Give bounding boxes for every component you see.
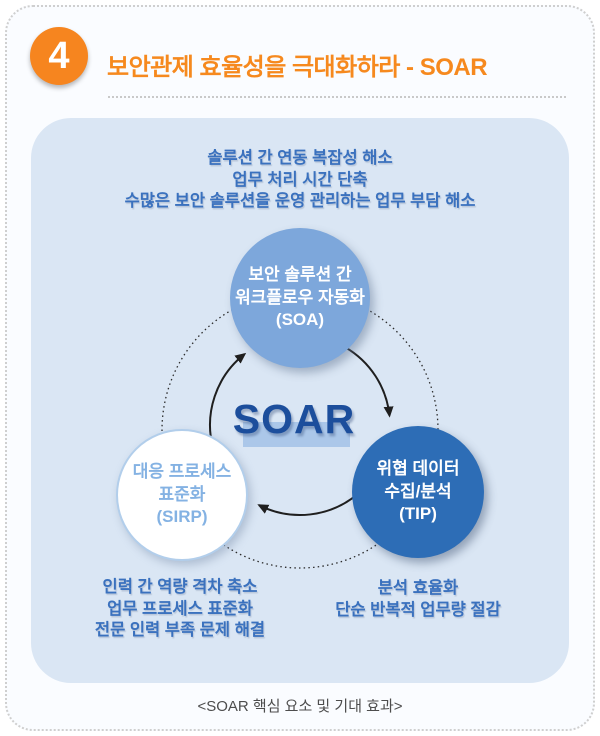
note-line: 업무 프로세스 표준화: [107, 599, 253, 618]
node-label-line: 수집/분석: [384, 481, 452, 501]
note-line: 수많은 보안 솔루션을 운영 관리하는 업무 부담 해소: [124, 192, 476, 210]
figure-caption: <SOAR 핵심 요소 및 기대 효과>: [197, 698, 403, 715]
node-label-line: 대응 프로세스: [132, 462, 232, 482]
note-line: 업무 처리 시간 단축: [232, 170, 368, 189]
node-label-line: 표준화: [158, 484, 206, 504]
node-label-line: (TIP): [399, 504, 437, 524]
page-title: 보안관제 효율성을 극대화하라 - SOAR: [107, 54, 488, 81]
section-number-badge: 4: [30, 27, 88, 85]
section-number: 4: [48, 34, 70, 77]
soar-diagram-panel: SOAR 솔루션 간 연동 복잡성 해소 업무 처리 시간 단축 수많은 보안 …: [31, 118, 569, 683]
node-label-line: (SOA): [275, 310, 325, 330]
tip-benefits-note: 분석 효율화 단순 반복적 업무량 절감: [298, 578, 538, 621]
node-label-line: (SIRP): [156, 507, 208, 527]
node-label-line: 워크플로우 자동화: [235, 287, 365, 307]
node-sirp-circle: 대응 프로세스 표준화 (SIRP): [116, 429, 248, 561]
soar-center-label: SOAR: [232, 396, 356, 442]
cycle-arrow-top-to-right: [344, 346, 394, 418]
sirp-benefits-note: 인력 간 역량 격차 축소 업무 프로세스 표준화 전문 인력 부족 문제 해결: [50, 577, 310, 642]
node-label-line: 위협 데이터: [376, 459, 460, 479]
node-soa-circle: 보안 솔루션 간 워크플로우 자동화 (SOA): [230, 228, 370, 368]
node-tip-circle: 위협 데이터 수집/분석 (TIP): [352, 426, 484, 558]
note-line: 전문 인력 부족 문제 해결: [94, 621, 266, 639]
soa-benefits-note: 솔루션 간 연동 복잡성 해소 업무 처리 시간 단축 수많은 보안 솔루션을 …: [31, 148, 569, 213]
note-line: 인력 간 역량 격차 축소: [102, 578, 258, 596]
node-label-line: 보안 솔루션 간: [248, 265, 352, 285]
note-line: 솔루션 간 연동 복잡성 해소: [207, 149, 393, 167]
note-line: 단순 반복적 업무량 절감: [335, 600, 501, 619]
cycle-arrow-right-to-left: [257, 493, 359, 516]
soar-highlight-band: [243, 422, 350, 447]
header-dotted-divider: [108, 96, 566, 98]
note-line: 분석 효율화: [377, 579, 459, 597]
